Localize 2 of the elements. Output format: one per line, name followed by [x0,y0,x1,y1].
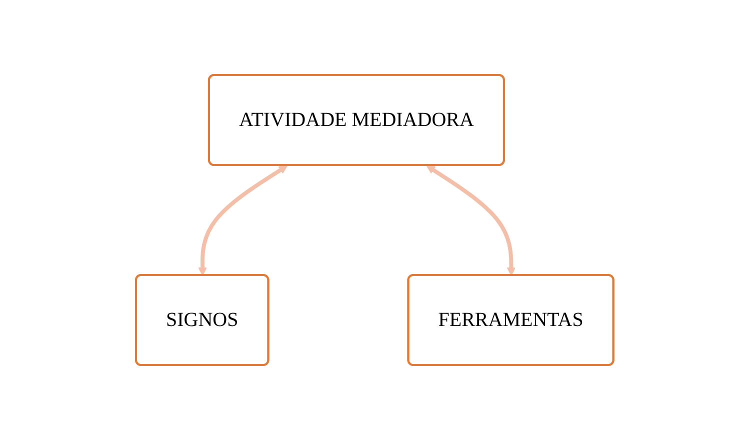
arrow [426,164,516,276]
arrow [198,164,288,276]
